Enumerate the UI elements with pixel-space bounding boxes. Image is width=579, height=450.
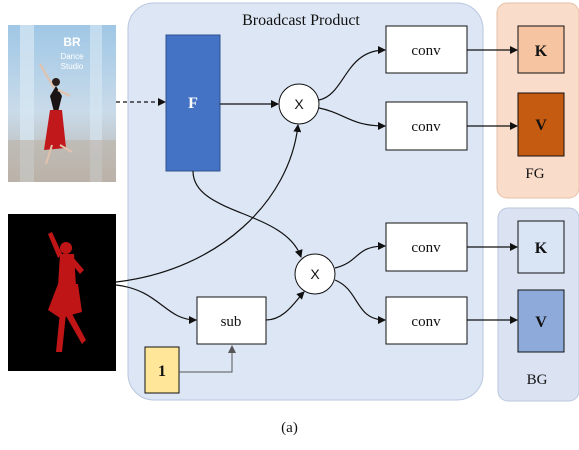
arrow-f-to-x-bottom (192, 170, 303, 258)
constant-one-box (144, 346, 180, 394)
conv-label-2: conv (411, 119, 441, 135)
conv-box-1 (385, 25, 468, 74)
input-mask (8, 214, 116, 371)
conv-label-3: conv (411, 240, 441, 256)
conv-box-4 (385, 296, 468, 345)
figure-caption: (a) (281, 420, 298, 436)
bg-v-label: V (535, 314, 547, 331)
input-photo: BR Dance Studio (8, 25, 116, 182)
arrow-mask-to-sub (115, 284, 197, 324)
multiply-node-top (278, 83, 320, 125)
studio-text-line1: Dance (60, 52, 84, 61)
fg-label: FG (525, 166, 544, 182)
bg-v-box (517, 289, 565, 353)
multiply-node-bottom (294, 253, 336, 295)
feature-f-label: F (188, 95, 198, 112)
arrow-x-top-to-conv1 (318, 46, 386, 101)
bg-k-box (517, 220, 565, 274)
arrow-x-top-to-conv2 (318, 107, 386, 130)
dancer-figure (39, 63, 73, 165)
multiply-label-top: X (294, 96, 304, 112)
multiply-label-bottom: X (310, 266, 320, 282)
bg-k-label: K (535, 240, 548, 257)
conv-box-2 (385, 101, 468, 151)
bg-label: BG (527, 372, 548, 388)
arrow-x-bottom-to-conv3 (334, 242, 386, 269)
conv-label-1: conv (411, 43, 441, 59)
arrow-x-bottom-to-conv4 (334, 279, 386, 324)
arrow-sub-to-x-bottom (265, 291, 305, 321)
fg-v-label: V (535, 117, 547, 134)
constant-one-label: 1 (158, 363, 166, 380)
connectors (115, 46, 518, 324)
sub-box (196, 296, 267, 345)
studio-text-line2: Studio (61, 62, 84, 71)
fg-k-box (517, 25, 565, 74)
sub-label: sub (221, 314, 242, 330)
fg-v-box (517, 92, 565, 157)
studio-logo-text: BR (63, 35, 81, 49)
fg-k-label: K (535, 43, 548, 60)
conv-label-4: conv (411, 314, 441, 330)
arrow-one-to-sub (179, 345, 236, 373)
panel-title: Broadcast Product (242, 12, 360, 29)
arrow-mask-to-x-top (115, 124, 302, 283)
feature-f-box (165, 34, 221, 172)
